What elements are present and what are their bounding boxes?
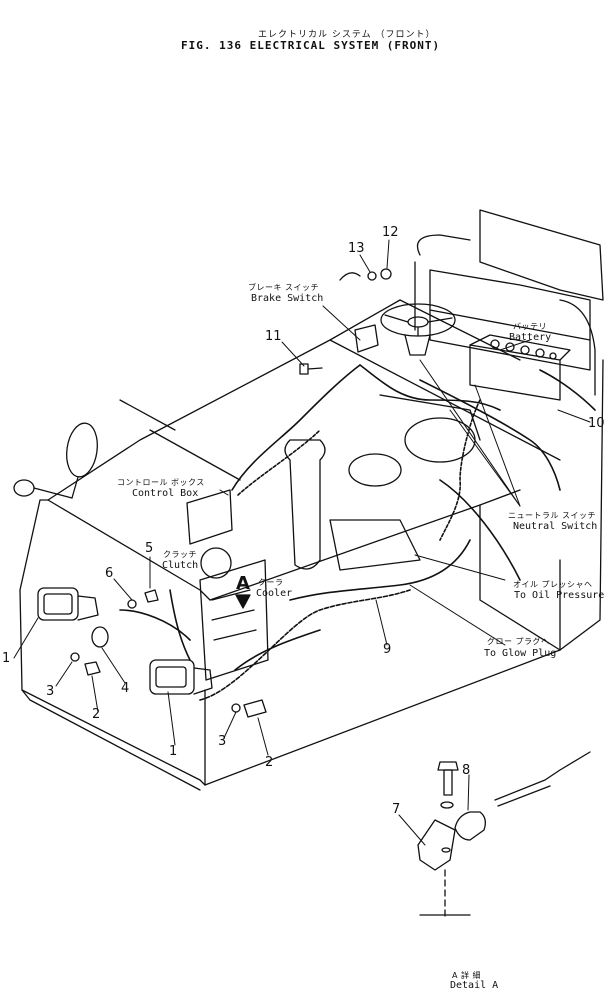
callout-10: 10	[588, 416, 605, 431]
battery-label-jp: バッテリ	[513, 322, 547, 331]
callout-5: 5	[145, 541, 154, 556]
detail-a-label: Detail A	[450, 980, 499, 991]
callout-3-right: 3	[218, 734, 227, 749]
clutch-label-jp: クラッチ	[163, 550, 197, 559]
clutch-label: Clutch	[162, 560, 199, 571]
callout-6: 6	[105, 566, 114, 581]
mirror	[14, 421, 101, 498]
callout-7: 7	[392, 802, 401, 817]
seat	[415, 210, 603, 395]
machine-body	[20, 300, 603, 790]
neutral-switch-label: Neutral Switch	[513, 521, 598, 532]
detail-a-marker: A	[236, 573, 250, 594]
engine-block	[285, 395, 480, 570]
callout-2-left: 2	[92, 707, 101, 722]
title-japanese: エレクトリカル システム （フロント）	[258, 30, 436, 40]
page-title: FIG. 136 ELECTRICAL SYSTEM (FRONT)	[181, 39, 441, 52]
callout-13: 13	[348, 241, 365, 256]
callout-2-right: 2	[265, 755, 274, 770]
detail-a-arrow	[236, 595, 250, 608]
wire-harness	[120, 365, 595, 700]
neutral-switch-label-jp: ニュートラル スイッチ	[508, 511, 597, 520]
callout-8: 8	[462, 763, 471, 778]
oil-pressure-label: To Oil Pressure	[514, 590, 605, 601]
bolt-11	[300, 364, 322, 374]
brake-switch-label: Brake Switch	[251, 293, 324, 304]
callout-1-right: 1	[169, 744, 178, 759]
callout-11: 11	[265, 329, 282, 344]
brake-switch-label-jp: ブレーキ スイッチ	[248, 283, 320, 292]
oil-pressure-label-jp: オイル プレッシャヘ	[513, 580, 593, 589]
cooler-label: Cooler	[256, 588, 293, 599]
callout-4: 4	[121, 681, 130, 696]
headlight-left	[38, 588, 98, 620]
callout-1-left: 1	[2, 651, 11, 666]
steering-wheel	[381, 304, 455, 355]
headlight-right	[150, 660, 212, 694]
cooler-label-jp: クーラ	[258, 578, 284, 587]
cooler-bracket	[200, 560, 268, 680]
leader-lines	[14, 240, 590, 845]
small-parts-right	[232, 700, 266, 717]
brake-switch	[340, 269, 391, 352]
detail-a-label-jp: A 詳 細	[452, 971, 482, 980]
callout-12: 12	[382, 225, 399, 240]
control-box	[187, 490, 232, 578]
battery-label: Battery	[509, 332, 552, 343]
battery	[470, 335, 570, 400]
detail-a-view	[418, 752, 590, 920]
callout-3-left: 3	[46, 684, 55, 699]
control-box-label-jp: コントロール ボックス	[117, 478, 205, 487]
callout-9: 9	[383, 642, 392, 657]
control-box-label: Control Box	[132, 488, 199, 499]
glow-plug-label-jp: グロー プラグヘ	[487, 637, 550, 646]
small-parts-left	[71, 590, 158, 675]
glow-plug-label: To Glow Plug	[484, 648, 557, 659]
